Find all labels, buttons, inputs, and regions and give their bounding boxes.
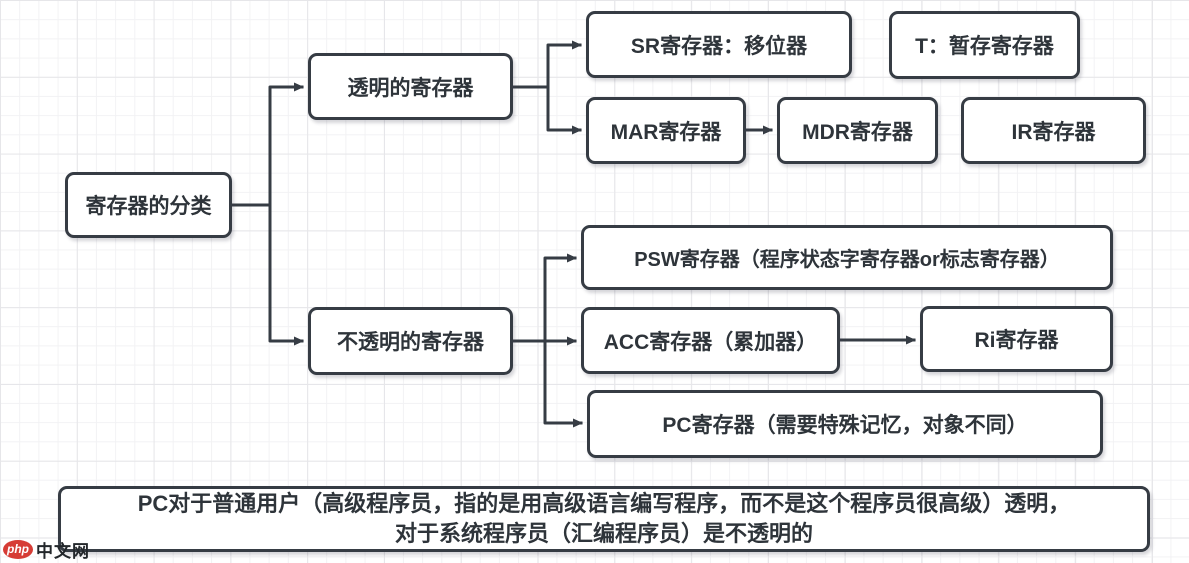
node-label: 不透明的寄存器: [337, 331, 484, 354]
node-opaque-registers: 不透明的寄存器: [308, 307, 513, 375]
node-sr-register: SR寄存器：移位器: [586, 11, 852, 78]
node-label: PSW寄存器（程序状态字寄存器or标志寄存器）: [634, 249, 1060, 271]
note-line-2: 对于系统程序员（汇编程序员）是不透明的: [394, 521, 813, 546]
node-label: SR寄存器：移位器: [630, 34, 808, 58]
php-logo-icon: php: [3, 539, 33, 559]
node-ri-register: Ri寄存器: [920, 306, 1113, 372]
note-box: PC对于普通用户（高级程序员，指的是用高级语言编写程序，而不是这个程序员很高级）…: [58, 486, 1150, 552]
watermark-text: 中文网: [36, 541, 90, 561]
node-label: MDR寄存器: [802, 120, 913, 144]
node-register-classification: 寄存器的分类: [65, 172, 232, 238]
node-mar-register: MAR寄存器: [586, 97, 746, 164]
node-ir-register: IR寄存器: [961, 97, 1146, 164]
php-cn-watermark: php 中文网: [3, 538, 90, 561]
connector-transparent-to-sr: [546, 40, 582, 89]
node-label: 寄存器的分类: [85, 195, 212, 218]
node-label: ACC寄存器（累加器）: [603, 330, 818, 354]
node-t-register: T：暂存寄存器: [889, 11, 1080, 79]
connector-root-to-opaque: [268, 203, 304, 346]
node-psw-register: PSW寄存器（程序状态字寄存器or标志寄存器）: [581, 225, 1113, 290]
connector-opaque-to-pc: [543, 339, 583, 428]
node-label: PC寄存器（需要特殊记忆，对象不同）: [662, 414, 1028, 437]
node-label: MAR寄存器: [610, 120, 722, 144]
connector-transparent-to-mar: [546, 85, 582, 135]
connector-opaque-to-psw: [543, 253, 577, 343]
node-label: 透明的寄存器: [347, 76, 474, 100]
node-label: Ri寄存器: [974, 329, 1059, 352]
node-pc-register: PC寄存器（需要特殊记忆，对象不同）: [587, 390, 1103, 458]
node-label: T：暂存寄存器: [915, 35, 1054, 58]
node-transparent-registers: 透明的寄存器: [308, 53, 513, 120]
note-line-1: PC对于普通用户（高级程序员，指的是用高级语言编写程序，而不是这个程序员很高级）…: [137, 491, 1071, 516]
connector-root-to-transparent: [268, 82, 304, 207]
node-mdr-register: MDR寄存器: [777, 97, 938, 164]
node-acc-register: ACC寄存器（累加器）: [581, 307, 840, 374]
node-label: IR寄存器: [1011, 120, 1096, 144]
